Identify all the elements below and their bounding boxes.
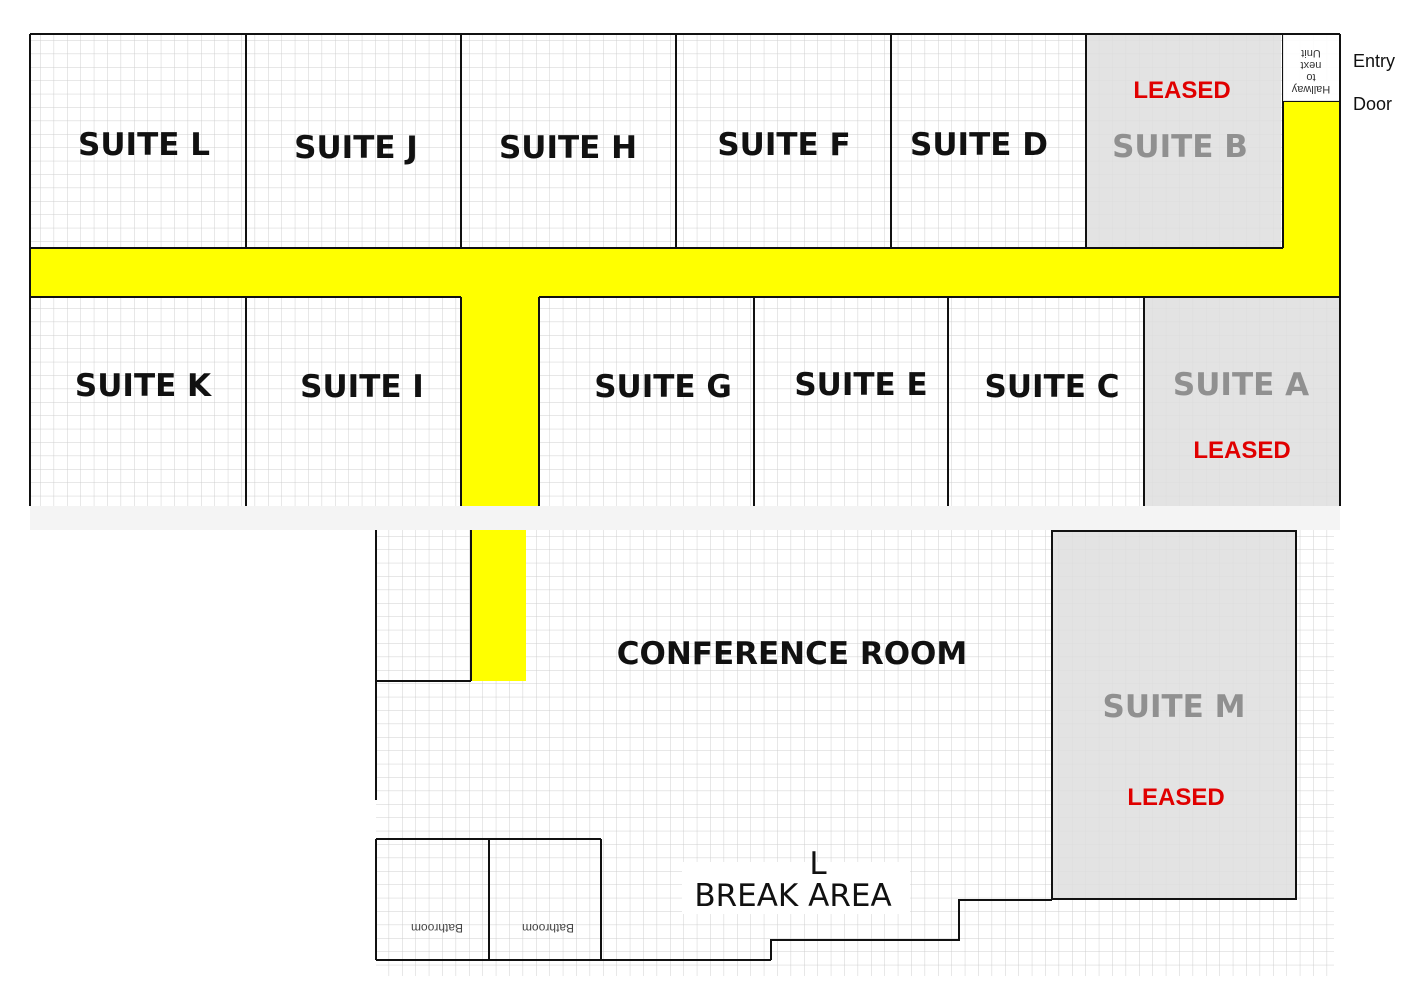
suite-m-label: SUITE M: [1103, 689, 1246, 725]
hallway-note-line3: next: [1301, 59, 1322, 71]
bathroom-2: Bathroom: [522, 921, 574, 935]
suite-g-label: SUITE G: [594, 369, 732, 405]
entry-label-line2: Door: [1353, 94, 1392, 114]
conference-room-label: CONFERENCE ROOM: [617, 636, 968, 672]
suite-k-label: SUITE K: [75, 368, 212, 404]
break-area-label-bg: [682, 862, 910, 914]
lower-walls: [375, 530, 1297, 961]
suite-e-label: SUITE E: [794, 367, 927, 403]
suite-b-leased: LEASED: [1133, 77, 1230, 104]
suite-l-label: SUITE L: [78, 127, 210, 163]
hallway-note-line4: Unit: [1301, 47, 1321, 59]
image-seam: [30, 506, 1340, 530]
hallway-note-line1: Hallway: [1291, 83, 1330, 95]
suite-a-leased: LEASED: [1193, 437, 1290, 464]
suite-f-label: SUITE F: [717, 127, 850, 163]
suite-a-leased-fill: [1144, 298, 1340, 506]
bathroom-2-label: Bathroom: [522, 921, 574, 935]
hallway-center-upper: [461, 297, 539, 506]
suite-j-label: SUITE J: [294, 130, 418, 166]
hallway-note: Hallway to next Unit: [1291, 47, 1330, 95]
bathroom-1: Bathroom: [411, 921, 463, 935]
suite-m-leased: LEASED: [1127, 784, 1224, 811]
suite-b-label: SUITE B: [1112, 129, 1248, 165]
break-area-label: BREAK AREA: [694, 878, 891, 914]
suite-c-label: SUITE C: [985, 369, 1120, 405]
break-area-mark: L: [809, 846, 827, 882]
suite-h-label: SUITE H: [499, 130, 637, 166]
suite-b-leased-fill: [1086, 35, 1281, 247]
suite-m-leased-fill: [1052, 531, 1296, 899]
suite-d-label: SUITE D: [910, 127, 1048, 163]
suite-a-label: SUITE A: [1173, 367, 1309, 403]
hallway-note-box: [1283, 35, 1339, 101]
hallway-note-line2: to: [1306, 71, 1315, 83]
hallway-center-lower: [471, 530, 526, 681]
suite-i-label: SUITE I: [300, 369, 424, 405]
entry-label-line1: Entry: [1353, 51, 1395, 71]
hallway-right: [1283, 101, 1340, 248]
upper-walls: [29, 33, 1341, 506]
hallway-main: [30, 248, 1340, 297]
bathroom-1-label: Bathroom: [411, 921, 463, 935]
